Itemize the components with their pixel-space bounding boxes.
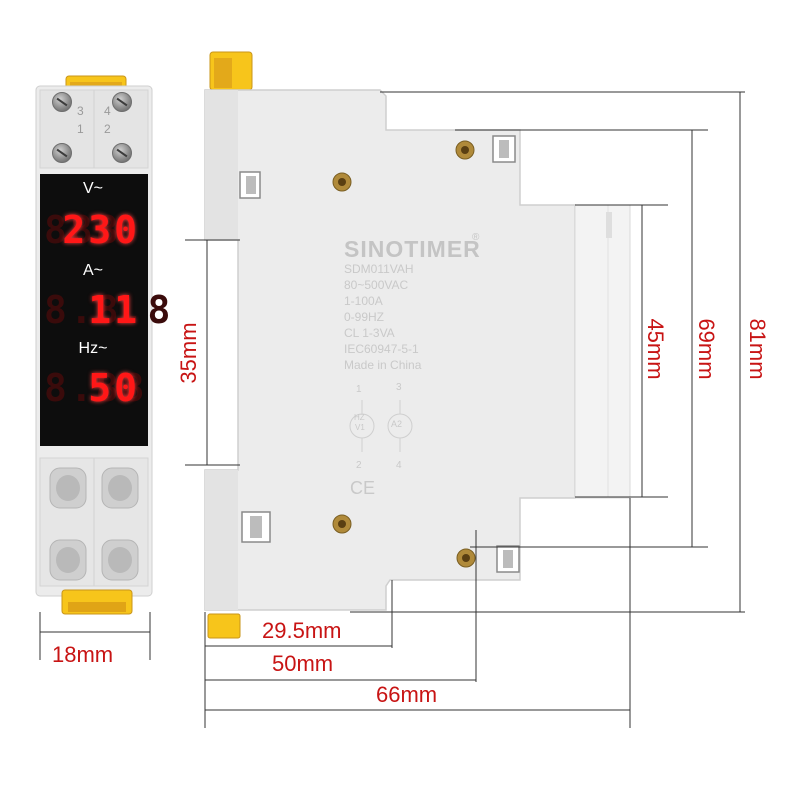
segment-ghost: 888 — [44, 208, 122, 252]
wiring-terminal-number: 4 — [396, 460, 402, 471]
spec-origin: Made in China — [344, 358, 422, 372]
spec-current: 1-100A — [344, 294, 383, 308]
dimension-81mm: 81mm — [745, 318, 770, 380]
registered-mark: ® — [472, 232, 480, 243]
spec-frequency: 0-99HZ — [344, 310, 385, 324]
spec-standard: IEC60947-5-1 — [344, 342, 419, 356]
dimension-29-5mm: 29.5mm — [262, 618, 342, 643]
width-dimension-label: 18mm — [52, 642, 114, 667]
dimension-35mm: 35mm — [176, 322, 201, 384]
current-readout: 8.8.8 11 — [44, 288, 170, 332]
current-label: A~ — [82, 262, 103, 279]
voltage-readout: 888 230 — [44, 208, 142, 252]
terminal-number: 1 — [77, 122, 84, 136]
dimension-69mm: 69mm — [694, 318, 719, 380]
frequency-label: Hz~ — [78, 340, 108, 357]
frequency-readout: 8.88 50 — [44, 366, 145, 410]
terminal-number: 4 — [104, 104, 111, 118]
terminal-number: 2 — [104, 122, 111, 136]
spec-model: SDM011VAH — [344, 262, 414, 276]
ce-mark-icon: CE — [350, 478, 376, 498]
terminal-screw-icon[interactable] — [52, 143, 72, 163]
wiring-symbol-v1: V1 — [355, 423, 365, 432]
wiring-symbol-hz: HZ — [354, 413, 365, 422]
voltage-label: V~ — [82, 180, 103, 197]
wiring-symbol-a2: A2 — [391, 419, 403, 429]
terminal-screw-icon[interactable] — [112, 92, 132, 112]
terminal-number: 3 — [77, 104, 84, 118]
dimension-66mm: 66mm — [376, 682, 438, 707]
terminal-screw-icon[interactable] — [52, 92, 72, 112]
frequency-value: 50 — [88, 366, 140, 410]
wiring-terminal-number: 2 — [356, 460, 362, 471]
dimension-45mm: 45mm — [643, 318, 668, 380]
spec-voltage: 80~500VAC — [344, 278, 409, 292]
spec-class: CL 1-3VA — [344, 326, 395, 340]
voltage-value: 230 — [62, 208, 140, 252]
wiring-terminal-number: 3 — [396, 382, 402, 393]
current-value: 11 — [88, 288, 140, 332]
segment-ghost: 8.88 — [44, 366, 148, 410]
wiring-terminal-number: 1 — [356, 384, 362, 395]
terminal-screw-icon[interactable] — [112, 143, 132, 163]
segment-ghost: 8.8.8 — [44, 288, 174, 332]
brand-name: SINOTIMER — [344, 236, 481, 262]
dimension-50mm: 50mm — [272, 651, 334, 676]
